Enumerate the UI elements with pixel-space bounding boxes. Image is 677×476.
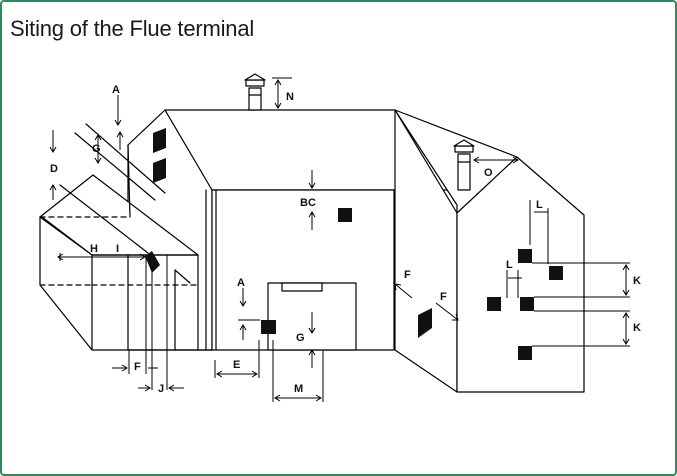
flue-terminals bbox=[145, 128, 563, 360]
ridge-chimney-terminal bbox=[244, 73, 266, 111]
label-n: N bbox=[286, 91, 294, 103]
flue-terminal bbox=[487, 297, 501, 311]
flue-terminal bbox=[261, 320, 276, 334]
flue-terminal bbox=[153, 158, 166, 183]
label-h: H bbox=[90, 243, 98, 255]
label-g-top: G bbox=[92, 143, 101, 155]
flue-terminal bbox=[518, 346, 532, 360]
label-l-top: L bbox=[536, 199, 543, 211]
dimension-lines bbox=[49, 77, 630, 402]
label-f-bottom: F bbox=[134, 361, 141, 373]
label-f-right-b: F bbox=[440, 291, 447, 303]
label-o: O bbox=[484, 167, 493, 179]
label-e: E bbox=[233, 359, 240, 371]
window-vent bbox=[281, 282, 323, 292]
flue-terminal bbox=[338, 208, 352, 222]
side-chimney-terminal bbox=[453, 139, 475, 191]
label-l-mid: L bbox=[506, 259, 513, 271]
label-g-bottom: G bbox=[296, 332, 305, 344]
label-f-right-a: F bbox=[404, 269, 411, 281]
diagram-title: Siting of the Flue terminal bbox=[10, 16, 255, 41]
label-i: I bbox=[116, 243, 119, 255]
label-bc: BC bbox=[300, 197, 316, 209]
right-gable-wall bbox=[456, 156, 585, 393]
flue-terminal bbox=[518, 249, 532, 263]
label-m: M bbox=[294, 383, 303, 395]
label-k-top: K bbox=[633, 275, 641, 287]
flue-terminal bbox=[153, 128, 166, 153]
flue-terminal bbox=[520, 297, 534, 311]
label-d: D bbox=[50, 163, 58, 175]
label-j: J bbox=[158, 383, 164, 395]
flue-terminal bbox=[418, 308, 432, 338]
label-a-mid: A bbox=[237, 277, 245, 289]
label-a-top: A bbox=[112, 84, 120, 96]
flue-terminal bbox=[549, 266, 563, 280]
flue-terminal bbox=[145, 251, 160, 273]
label-k-bottom: K bbox=[633, 322, 641, 334]
